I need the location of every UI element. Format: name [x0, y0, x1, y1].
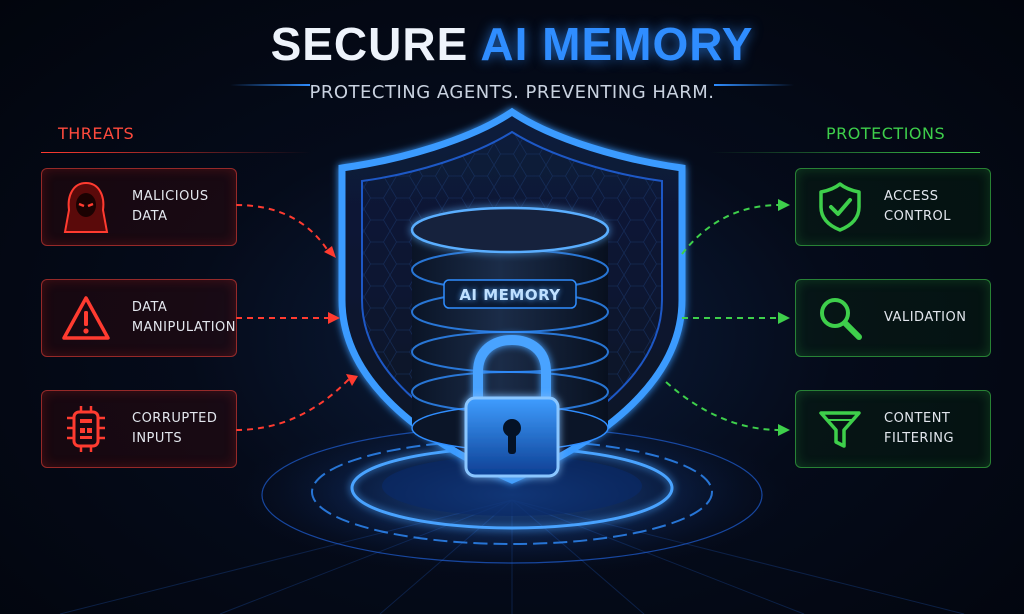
header: SECURE AI MEMORY PROTECTING AGENTS. PREV…	[0, 18, 1024, 103]
page-subtitle: PROTECTING AGENTS. PREVENTING HARM.	[309, 82, 715, 103]
hooded-hacker-icon	[56, 177, 116, 237]
threats-heading-line	[41, 152, 311, 153]
threat-label-line1: DATA	[131, 300, 168, 315]
protection-label-line2: FILTERING	[884, 431, 955, 446]
memory-label: AI MEMORY	[459, 286, 561, 304]
shield-check-icon	[810, 177, 870, 237]
protections-heading-line	[710, 152, 980, 153]
title-part-2: AI MEMORY	[480, 18, 754, 70]
bug-chip-icon	[56, 399, 116, 459]
threat-label-line2: DATA	[132, 209, 168, 224]
protection-arrowheads	[778, 199, 790, 436]
threat-label-line1: CORRUPTED	[132, 411, 218, 426]
threats-heading: THREATS	[58, 124, 135, 143]
threat-label-line2: MANIPULATION	[131, 320, 236, 335]
threat-card-corrupted-inputs: CORRUPTED INPUTS	[41, 390, 237, 468]
padlock-icon	[464, 334, 560, 478]
threat-arrows	[235, 204, 351, 431]
protection-card-content-filtering: CONTENT FILTERING	[795, 390, 991, 468]
page-title: SECURE AI MEMORY	[0, 18, 1024, 70]
magnifier-icon	[810, 288, 870, 348]
protection-card-access-control: ACCESS CONTROL	[795, 168, 991, 246]
platform-rings	[232, 415, 792, 575]
title-divider-right	[714, 84, 794, 86]
funnel-icon	[810, 399, 870, 459]
title-part-1: SECURE	[270, 18, 469, 70]
threat-label-line2: INPUTS	[132, 431, 183, 446]
protections-heading: PROTECTIONS	[826, 124, 946, 143]
protection-label-line1: VALIDATION	[884, 310, 967, 325]
warning-triangle-icon	[56, 288, 116, 348]
protection-label-line2: CONTROL	[884, 209, 951, 224]
threat-card-malicious-data: MALICIOUS DATA	[41, 168, 237, 246]
threat-arrowheads	[324, 246, 358, 386]
protection-label-line1: ACCESS	[884, 189, 939, 204]
protection-arrows	[665, 204, 781, 431]
protection-card-validation: VALIDATION	[795, 279, 991, 357]
threat-label-line1: MALICIOUS	[132, 189, 209, 204]
threat-card-data-manipulation: DATA MANIPULATION	[41, 279, 237, 357]
title-divider-left	[230, 84, 310, 86]
protection-label-line1: CONTENT	[884, 411, 951, 426]
